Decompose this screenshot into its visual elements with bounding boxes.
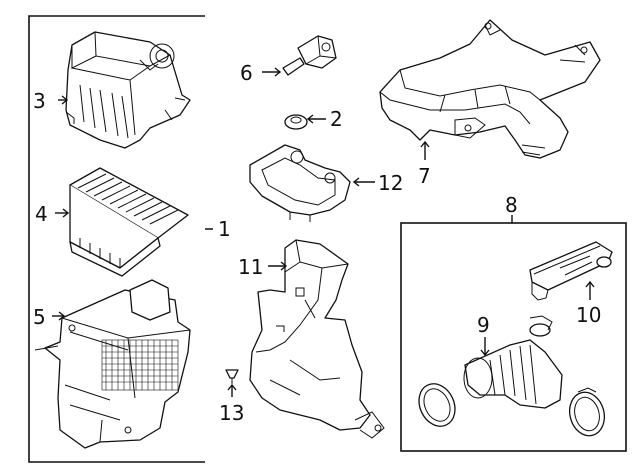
callout-12: 12 xyxy=(378,171,403,195)
sensor-drawing[interactable] xyxy=(282,35,337,76)
resonator-drawing[interactable] xyxy=(529,241,613,301)
callout-11: 11 xyxy=(238,255,263,279)
callout-13: 13 xyxy=(219,401,244,425)
callout-5: 5 xyxy=(33,305,46,329)
push-pin-drawing[interactable] xyxy=(225,369,239,384)
intake-duct-drawing[interactable] xyxy=(379,19,601,159)
callout-8: 8 xyxy=(505,193,518,217)
callout-6: 6 xyxy=(240,61,253,85)
callout-7: 7 xyxy=(418,164,431,188)
callout-2: 2 xyxy=(330,107,343,131)
outlet-hose-drawing[interactable] xyxy=(412,315,609,440)
bracket-drawing[interactable] xyxy=(249,144,351,222)
assembly-1-bracket-box xyxy=(28,15,213,463)
callout-9: 9 xyxy=(477,313,490,337)
callout-3: 3 xyxy=(33,89,46,113)
lower-housing-drawing[interactable] xyxy=(34,279,191,449)
inlet-duct-drawing[interactable] xyxy=(249,239,385,439)
leader-lines xyxy=(52,67,595,397)
callout-10: 10 xyxy=(576,303,601,327)
grommet-drawing[interactable] xyxy=(284,114,308,130)
callout-4: 4 xyxy=(35,202,48,226)
assembly-8-box xyxy=(400,222,627,452)
filter-element-drawing[interactable] xyxy=(69,167,189,277)
upper-cover-drawing[interactable] xyxy=(65,31,191,149)
callout-1: 1 xyxy=(218,217,231,241)
